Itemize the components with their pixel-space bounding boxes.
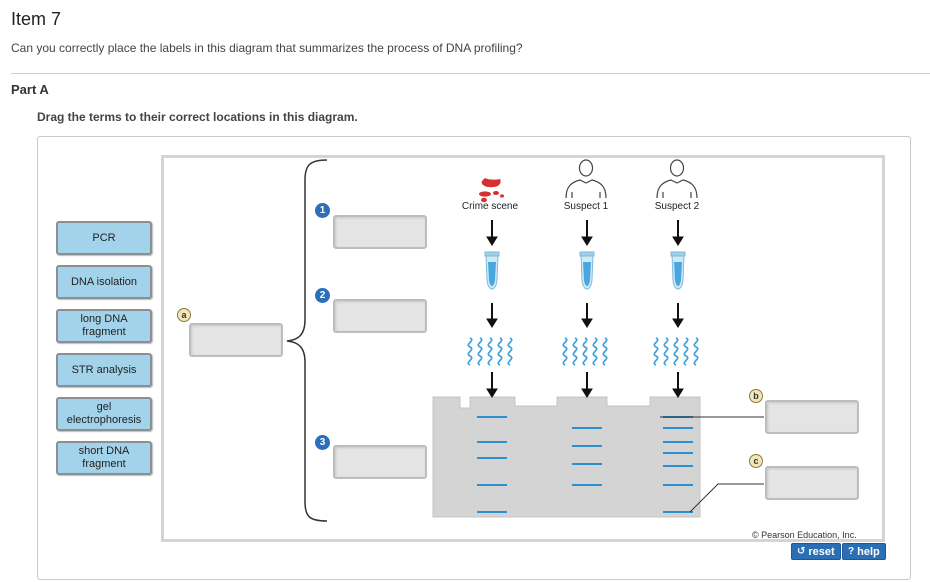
down-arrow-head — [672, 388, 684, 398]
leader-line-c — [689, 483, 764, 513]
help-button[interactable]: ? help — [842, 543, 886, 560]
drop-target-2[interactable] — [333, 299, 427, 333]
person-icon-suspect-2 — [656, 159, 698, 199]
dna-strand-icon — [582, 337, 588, 366]
drop-target-b[interactable] — [765, 400, 859, 434]
test-tubes — [484, 251, 686, 290]
dna-strand-icon — [487, 337, 493, 366]
drop-target-3[interactable] — [333, 445, 427, 479]
step-badge-1: 1 — [315, 203, 330, 218]
question-mark-icon: ? — [848, 546, 855, 557]
term-pcr[interactable]: PCR — [56, 221, 152, 255]
curly-brace — [286, 159, 328, 522]
gel — [432, 396, 701, 518]
drop-target-a[interactable] — [189, 323, 283, 357]
divider — [11, 73, 930, 74]
down-arrow-head — [581, 318, 593, 328]
dna-strand-icon — [653, 337, 659, 366]
letter-badge-a: a — [177, 308, 191, 322]
term-gel-electrophoresis[interactable]: gel electrophoresis — [56, 397, 152, 431]
step-badge-2: 2 — [315, 288, 330, 303]
letter-badge-b: b — [749, 389, 763, 403]
down-arrow-head — [486, 236, 498, 246]
process-arrows — [486, 220, 684, 398]
column-label-suspect-1: Suspect 1 — [563, 201, 609, 212]
column-label-suspect-2: Suspect 2 — [654, 201, 700, 212]
reset-arrow-icon: ↺ — [797, 546, 806, 557]
person-icon-suspect-1 — [565, 159, 607, 199]
step-badge-3: 3 — [315, 435, 330, 450]
dna-strand-icon — [683, 337, 689, 366]
down-arrow-head — [672, 318, 684, 328]
term-label: long DNA fragment — [80, 313, 128, 338]
term-label: gel electrophoresis — [66, 401, 142, 426]
down-arrow-head — [486, 388, 498, 398]
column-label-crime-scene: Crime scene — [461, 201, 519, 212]
test-tube-cap — [484, 251, 500, 257]
down-arrow-head — [486, 318, 498, 328]
reset-label: reset — [808, 545, 835, 558]
dna-strand-icon — [497, 337, 503, 366]
dna-strand-icon — [507, 337, 513, 366]
help-label: help — [857, 545, 880, 558]
term-label: STR analysis — [71, 363, 137, 376]
term-dna-isolation[interactable]: DNA isolation — [56, 265, 152, 299]
test-tube-liquid — [583, 262, 591, 286]
dna-strand-icon — [562, 337, 568, 366]
dna-strand-icon — [477, 337, 483, 366]
letter-badge-c: c — [749, 454, 763, 468]
test-tube-liquid — [674, 262, 682, 286]
test-tube-cap — [579, 251, 595, 257]
part-title: Part A — [11, 82, 49, 97]
term-short-dna-fragment[interactable]: short DNA fragment — [56, 441, 152, 475]
dna-strand-icon — [467, 337, 473, 366]
down-arrow-head — [581, 388, 593, 398]
term-long-dna-fragment[interactable]: long DNA fragment — [56, 309, 152, 343]
term-label: PCR — [92, 231, 116, 244]
drop-target-1[interactable] — [333, 215, 427, 249]
copyright-notice: © Pearson Education, Inc. — [752, 530, 857, 540]
dna-strand-icon — [572, 337, 578, 366]
down-arrow-head — [581, 236, 593, 246]
dna-strand-icon — [592, 337, 598, 366]
dna-fragments — [467, 337, 699, 366]
term-label: DNA isolation — [70, 275, 138, 288]
down-arrow-head — [672, 236, 684, 246]
dna-strand-icon — [693, 337, 699, 366]
item-title: Item 7 — [11, 9, 62, 29]
test-tube-cap — [670, 251, 686, 257]
instruction-text: Drag the terms to their correct location… — [37, 110, 358, 124]
test-tube-liquid — [488, 262, 496, 286]
dna-strand-icon — [663, 337, 669, 366]
dna-strand-icon — [602, 337, 608, 366]
dna-strand-icon — [673, 337, 679, 366]
blood-drops-icon — [479, 178, 504, 203]
question-text: Can you correctly place the labels in th… — [11, 41, 523, 55]
term-label: short DNA fragment — [78, 445, 130, 470]
term-str-analysis[interactable]: STR analysis — [56, 353, 152, 387]
drop-target-c[interactable] — [765, 466, 859, 500]
reset-button[interactable]: ↺ reset — [791, 543, 841, 560]
